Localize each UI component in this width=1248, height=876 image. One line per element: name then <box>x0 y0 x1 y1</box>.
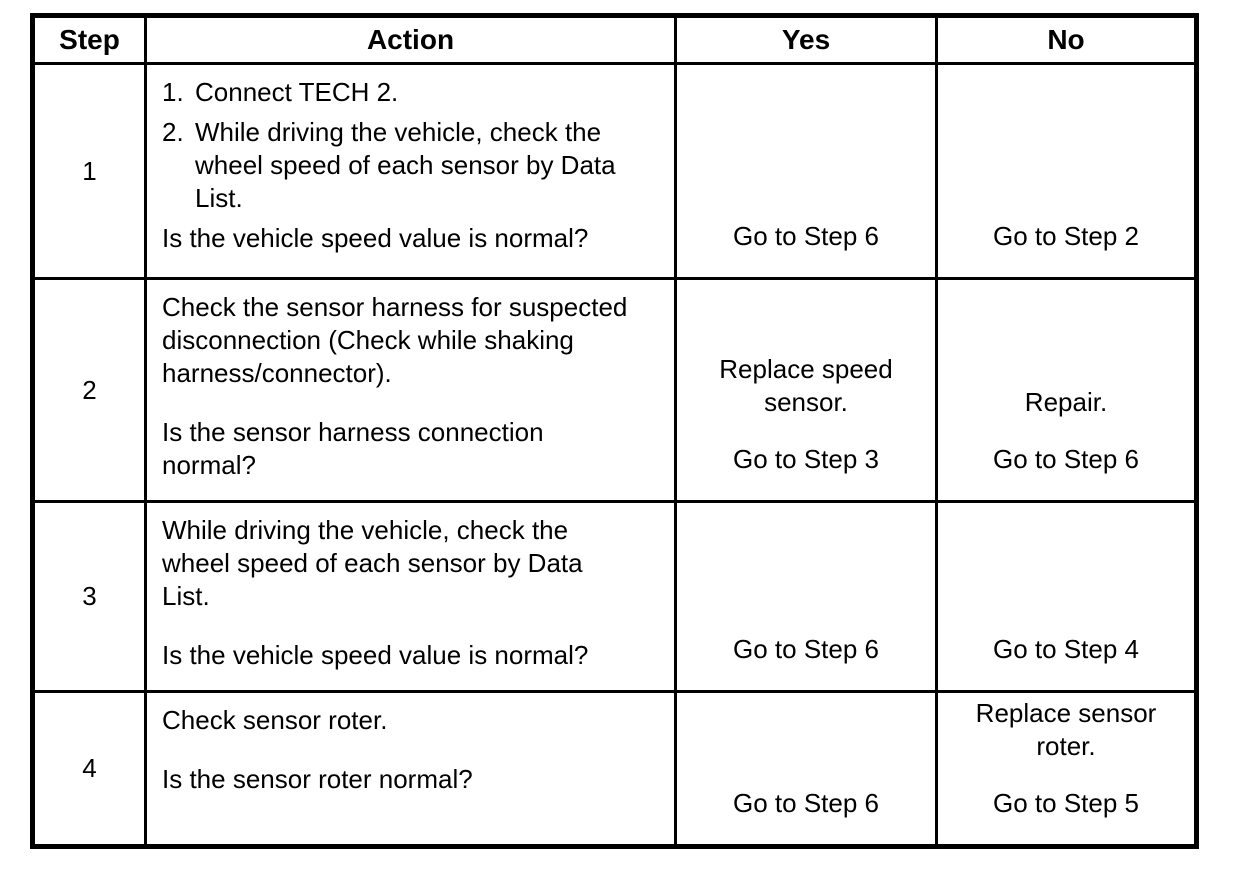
step-cell: 3 <box>31 500 147 693</box>
action-content: Check the sensor harness for suspected d… <box>162 291 634 482</box>
no-cell: Repair. Go to Step 6 <box>935 277 1198 503</box>
decision-action-text: Repair. <box>1024 387 1108 417</box>
no-cell: Replace sensor roter. Go to Step 5 <box>935 690 1198 848</box>
action-cell: Check the sensor harness for suspected d… <box>144 277 677 503</box>
decision-action-text: Replace speed sensor. <box>719 354 893 417</box>
yes-cell: Go to Step 6 <box>674 500 938 693</box>
goto-text: Go to Step 4 <box>993 634 1139 664</box>
action-list-item: 2. While driving the vehicle, check the … <box>162 116 634 215</box>
table-row-1: 1 1. Connect TECH 2. 2. While driving th… <box>31 62 1198 280</box>
column-header-action: Action <box>144 14 677 65</box>
goto-text: Go to Step 5 <box>993 788 1139 818</box>
goto-text: Go to Step 6 <box>993 444 1139 474</box>
action-question: Is the vehicle speed value is normal? <box>162 640 589 670</box>
column-header-no: No <box>935 14 1198 65</box>
action-list-item-text: Connect TECH 2. <box>195 77 399 107</box>
column-header-yes: Yes <box>674 14 938 65</box>
action-content: While driving the vehicle, check the whe… <box>162 514 634 672</box>
no-cell: Go to Step 4 <box>935 500 1198 693</box>
goto-text: Go to Step 6 <box>733 634 879 664</box>
decision-action-text: Replace sensor roter. <box>975 698 1157 761</box>
step-cell: 4 <box>31 690 147 848</box>
column-header-step: Step <box>31 14 147 65</box>
goto-text: Go to Step 3 <box>733 444 879 474</box>
yes-cell: Go to Step 6 <box>674 62 938 280</box>
yes-cell: Go to Step 6 <box>674 690 938 848</box>
action-content: Check sensor roter. Is the sensor roter … <box>162 704 634 796</box>
header-row: Step Action Yes No <box>31 14 1198 65</box>
action-question: Is the sensor roter normal? <box>162 764 473 794</box>
step-cell: 1 <box>31 62 147 280</box>
goto-text: Go to Step 6 <box>733 788 879 818</box>
action-question: Is the sensor harness connection normal? <box>162 417 544 480</box>
list-number: 1. <box>162 77 184 107</box>
table-row-3: 3 While driving the vehicle, check the w… <box>31 500 1198 693</box>
step-cell: 2 <box>31 277 147 503</box>
action-list-item-text: While driving the vehicle, check the whe… <box>195 117 616 213</box>
action-question: Is the vehicle speed value is normal? <box>162 223 589 253</box>
action-content: 1. Connect TECH 2. 2. While driving the … <box>162 76 634 255</box>
goto-text: Go to Step 2 <box>993 221 1139 251</box>
action-cell: While driving the vehicle, check the whe… <box>144 500 677 693</box>
goto-text: Go to Step 6 <box>733 221 879 251</box>
list-number: 2. <box>162 117 184 147</box>
no-cell: Go to Step 2 <box>935 62 1198 280</box>
action-cell: Check sensor roter. Is the sensor roter … <box>144 690 677 848</box>
action-cell: 1. Connect TECH 2. 2. While driving the … <box>144 62 677 280</box>
action-paragraph: Check the sensor harness for suspected d… <box>162 292 628 388</box>
table-row-2: 2 Check the sensor harness for suspected… <box>31 277 1198 503</box>
action-list-item: 1. Connect TECH 2. <box>162 76 634 109</box>
action-paragraph: While driving the vehicle, check the whe… <box>162 515 583 611</box>
diagnostic-table: Step Action Yes No 1 1. Connect TECH 2. <box>30 13 1199 849</box>
action-paragraph: Check sensor roter. <box>162 705 388 735</box>
yes-cell: Replace speed sensor. Go to Step 3 <box>674 277 938 503</box>
table-row-4: 4 Check sensor roter. Is the sensor rote… <box>31 690 1198 848</box>
